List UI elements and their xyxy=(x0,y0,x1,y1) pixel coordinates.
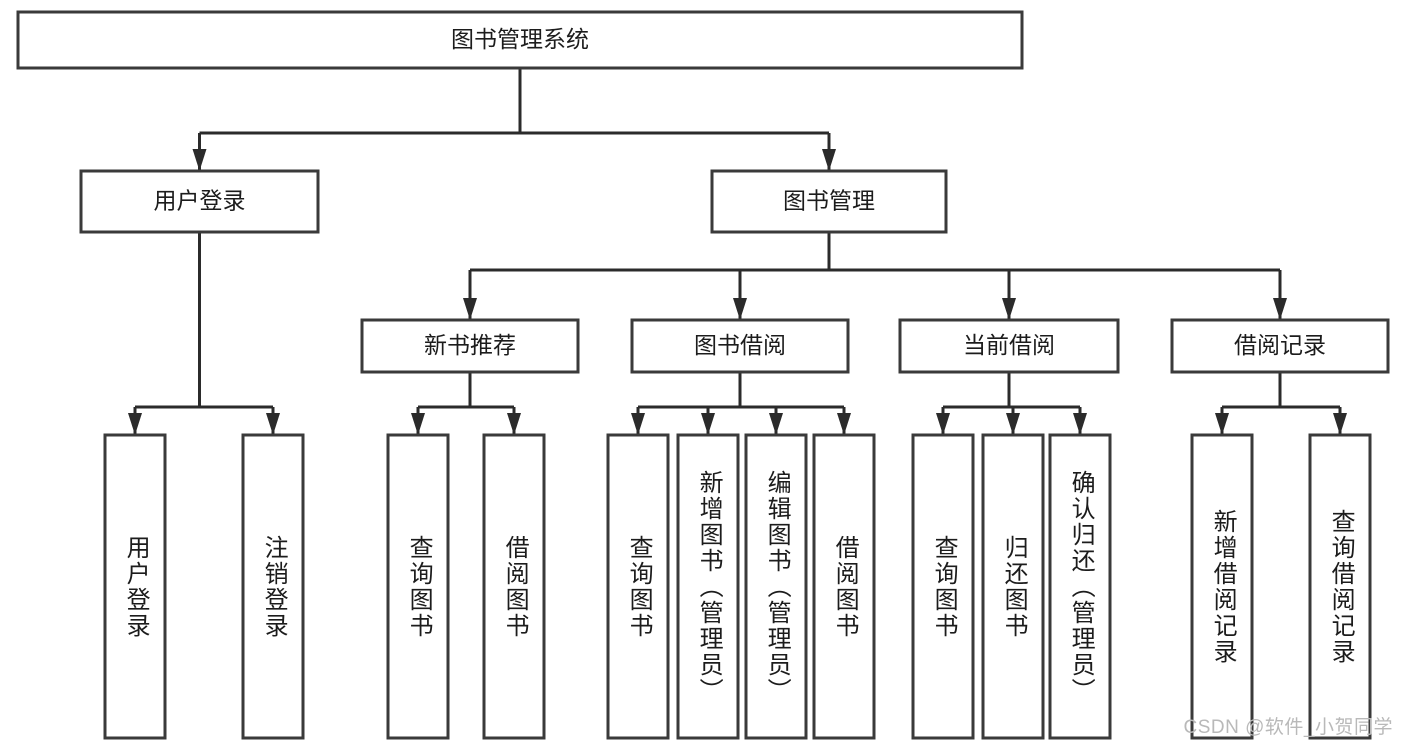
boxes-layer xyxy=(16,10,1390,740)
node-box-confirm-return-admin[interactable] xyxy=(1048,433,1112,740)
current-borrow-arrow-icon-0 xyxy=(936,413,950,435)
node-box-borrow-book-2[interactable] xyxy=(812,433,876,740)
node-label-user-login: 用户登录 xyxy=(154,188,246,214)
node-box-root[interactable] xyxy=(16,10,1024,70)
node-box-book-management[interactable] xyxy=(710,169,948,234)
node-box-user-login-leaf[interactable] xyxy=(103,433,167,740)
book-borrow-arrow-icon-2 xyxy=(769,413,783,435)
node-label-new-book-recommend: 新书推荐 xyxy=(424,332,516,358)
book-borrow-arrow-icon-0 xyxy=(631,413,645,435)
book-management-arrow-icon-1 xyxy=(733,298,747,320)
user-login-arrow-icon-0 xyxy=(128,413,142,435)
new-book-recommend-arrow-icon-0 xyxy=(411,413,425,435)
user-login-arrow-icon-1 xyxy=(266,413,280,435)
root-arrow-icon-1 xyxy=(822,149,836,171)
node-box-add-borrow-record[interactable] xyxy=(1190,433,1254,740)
current-borrow-arrow-icon-1 xyxy=(1006,413,1020,435)
node-box-borrow-records[interactable] xyxy=(1170,318,1390,374)
node-box-query-book-1[interactable] xyxy=(386,433,450,740)
node-box-user-logout-leaf[interactable] xyxy=(241,433,305,740)
node-label-book-borrow: 图书借阅 xyxy=(694,332,786,358)
root-arrow-icon-0 xyxy=(192,149,207,171)
node-box-return-book[interactable] xyxy=(981,433,1045,740)
book-management-arrow-icon-3 xyxy=(1273,298,1287,320)
borrow-records-arrow-icon-1 xyxy=(1333,413,1347,435)
node-label-book-management: 图书管理 xyxy=(783,188,875,214)
node-box-query-book-2[interactable] xyxy=(606,433,670,740)
book-borrow-arrow-icon-1 xyxy=(701,413,715,435)
node-box-user-login[interactable] xyxy=(79,169,320,234)
book-borrow-arrow-icon-3 xyxy=(837,413,851,435)
node-box-book-borrow[interactable] xyxy=(630,318,850,374)
node-box-query-book-3[interactable] xyxy=(911,433,975,740)
node-box-new-book-recommend[interactable] xyxy=(360,318,580,374)
node-label-borrow-records: 借阅记录 xyxy=(1234,332,1326,358)
node-box-query-borrow-record[interactable] xyxy=(1308,433,1372,740)
node-label-current-borrow: 当前借阅 xyxy=(963,332,1055,358)
node-box-borrow-book-1[interactable] xyxy=(482,433,546,740)
borrow-records-arrow-icon-0 xyxy=(1215,413,1229,435)
new-book-recommend-arrow-icon-1 xyxy=(507,413,521,435)
book-management-arrow-icon-2 xyxy=(1002,298,1016,320)
connectors-layer xyxy=(128,68,1347,435)
node-box-add-book-admin[interactable] xyxy=(676,433,740,740)
node-label-root: 图书管理系统 xyxy=(451,26,589,52)
book-management-arrow-icon-0 xyxy=(463,298,477,320)
current-borrow-arrow-icon-2 xyxy=(1073,413,1087,435)
node-box-edit-book-admin[interactable] xyxy=(744,433,808,740)
node-box-current-borrow[interactable] xyxy=(898,318,1120,374)
